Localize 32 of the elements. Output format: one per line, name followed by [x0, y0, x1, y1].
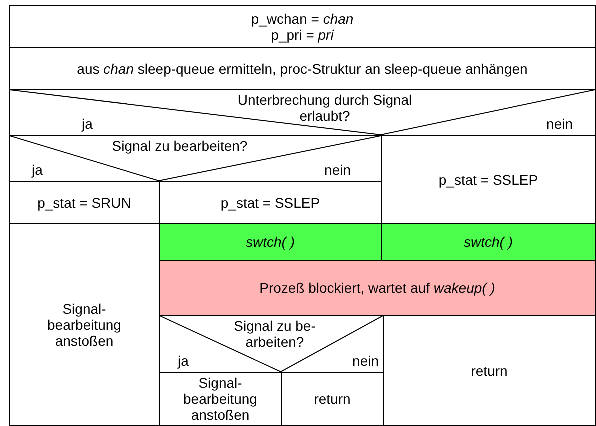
- branch-label: ja: [32, 162, 43, 178]
- statement-block: [9, 47, 596, 90]
- statement-text: return: [471, 362, 508, 378]
- statement-text: Prozeß blockiert, wartet auf wakeup( ): [260, 280, 496, 296]
- branch-label: nein: [352, 353, 379, 369]
- branch-label: ja: [178, 353, 189, 369]
- decision-block: [9, 135, 382, 182]
- statement-block: [9, 223, 160, 426]
- decision-block: [159, 315, 384, 373]
- statement-block: [159, 223, 382, 261]
- statement-text: return: [314, 391, 351, 407]
- condition-text: Signal zu bearbeiten?: [111, 138, 249, 154]
- statement-text: p_stat = SSLEP: [220, 194, 320, 210]
- statement-text: p_pri = pri: [271, 26, 334, 42]
- statement-text: p_stat = SSLEP: [438, 172, 538, 188]
- statement-text: swtch( ): [246, 234, 295, 250]
- branch-label: nein: [546, 116, 573, 132]
- branch-label: nein: [324, 162, 351, 178]
- statement-block: [9, 5, 596, 48]
- statement-block: [159, 260, 596, 316]
- statement-block: [383, 315, 596, 426]
- statement-block: [381, 223, 596, 261]
- statement-text: Signal- bearbeitung anstoßen: [46, 300, 122, 348]
- branch-label: ja: [82, 116, 93, 132]
- condition-text: Signal zu be- arbeiten?: [233, 318, 317, 350]
- statement-text: Signal- bearbeitung anstoßen: [182, 375, 258, 423]
- condition-text: Unterbrechung durch Signal erlaubt?: [236, 92, 414, 124]
- statement-text: aus chan sleep-queue ermitteln, proc-Struktur an sleep-queue anhängen: [77, 60, 528, 76]
- decision-block: [9, 89, 596, 136]
- statement-text: swtch( ): [464, 234, 513, 250]
- statement-text: p_stat = SRUN: [38, 194, 132, 210]
- statement-text: p_wchan = chan: [251, 10, 354, 26]
